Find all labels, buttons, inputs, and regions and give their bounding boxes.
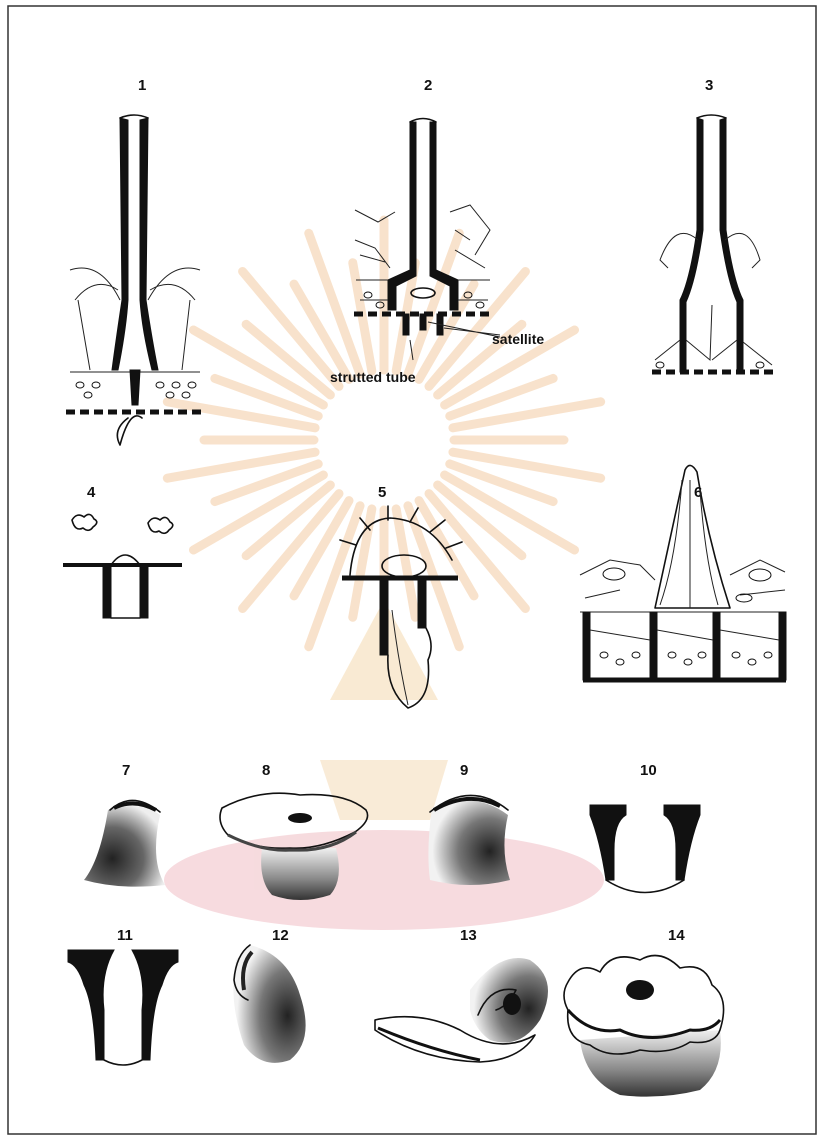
figure-number: 14 [668,927,685,944]
figure-13-drawing [375,958,548,1062]
figure-10: 10 [590,762,700,893]
figure-number: 12 [272,927,289,944]
figure-6: 6 [580,465,786,680]
figure-14-drawing [564,956,724,1097]
figure-9-drawing [428,795,510,885]
figure-4: 4 [63,484,182,618]
figure-number: 5 [378,484,386,501]
figure-14: 14 [564,927,724,1097]
figure-10-drawing [590,805,700,893]
label-satellite: satellite [492,331,544,347]
figure-1-drawing [66,115,202,445]
label-strutted-tube: strutted tube [330,369,416,385]
figure-number: 10 [640,762,657,779]
figure-7-drawing [84,800,165,886]
figure-4-drawing [63,514,182,618]
figure-12: 12 [233,927,305,1063]
figure-number: 3 [705,77,713,94]
figure-11: 11 [68,927,178,1065]
figure-number: 13 [460,927,477,944]
figure-number: 9 [460,762,468,779]
figure-3-drawing [652,115,774,372]
watermark-seal [164,220,604,930]
figure-number: 7 [122,762,130,779]
figure-number: 2 [424,77,432,94]
figure-number: 8 [262,762,270,779]
figure-number: 1 [138,77,146,94]
figure-3: 3 [652,77,774,372]
figure-13: 13 [375,927,548,1062]
figure-6-drawing [580,465,786,680]
figure-number: 11 [117,927,133,944]
figure-11-drawing [68,950,178,1065]
figure-1: 1 [66,77,202,445]
figure-7: 7 [84,762,165,887]
figure-number: 4 [87,484,96,501]
figure-12-drawing [233,945,305,1063]
